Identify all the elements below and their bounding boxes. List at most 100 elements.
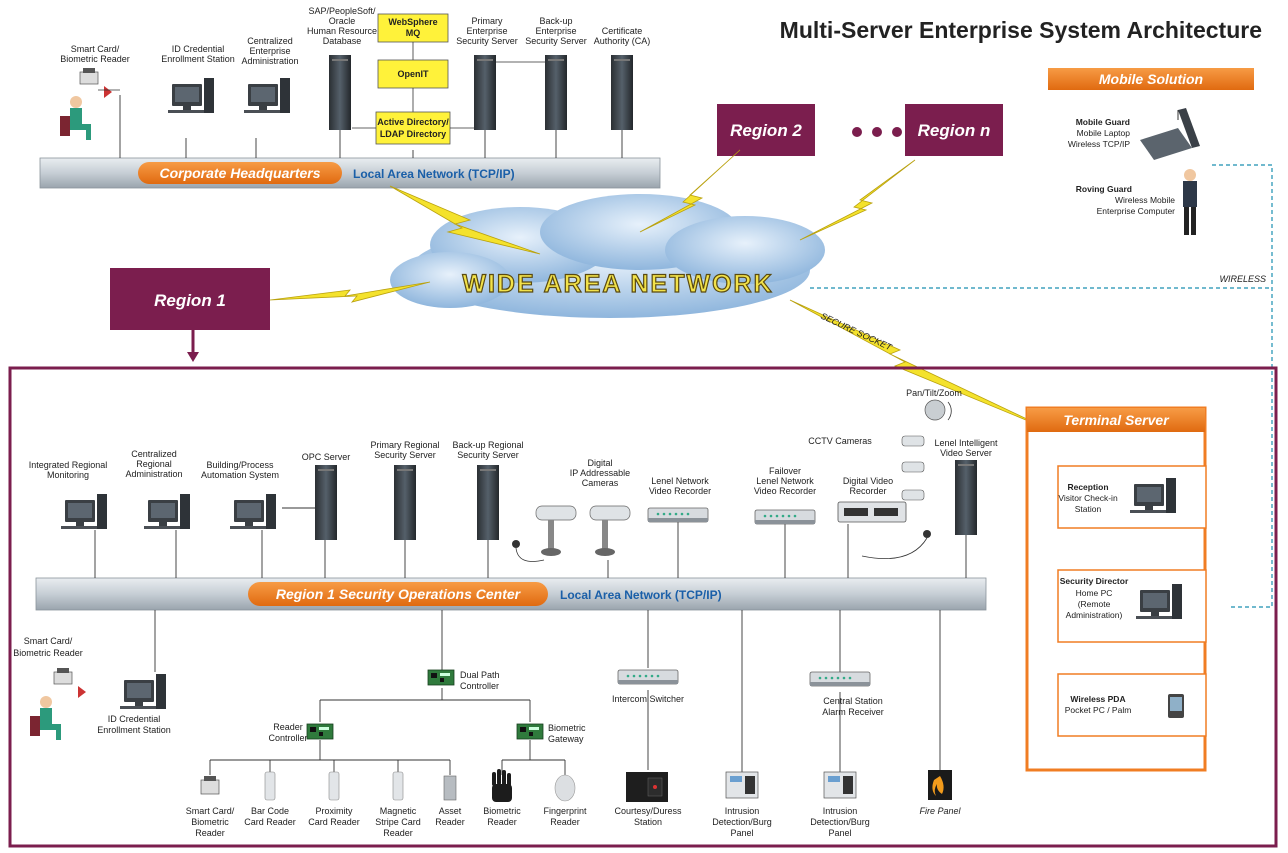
nvr-icon xyxy=(647,507,709,523)
cctv-camera-icon xyxy=(901,489,925,501)
backup-regional-server-icon xyxy=(477,465,499,540)
dual-path-label-2: Controller xyxy=(460,681,499,691)
hq-smart-card-label-1: Smart Card/ xyxy=(71,44,120,54)
soc-upper-drops xyxy=(94,507,967,578)
bolt-region2-wan xyxy=(639,149,741,233)
roving-guard-line-1: Wireless Mobile xyxy=(1115,195,1175,205)
dev-bio-label-2: Reader xyxy=(487,817,517,827)
ip-camera-icon xyxy=(535,505,577,556)
hq-hr-db-label-2: Oracle xyxy=(329,16,356,26)
region-1-frame xyxy=(8,366,1278,848)
building-label-2: Automation System xyxy=(201,470,279,480)
reception-card xyxy=(1057,465,1207,529)
websphere-label-1: WebSphere xyxy=(388,17,437,27)
failover-label-1: Failover xyxy=(769,466,801,476)
page-title: Multi-Server Enterprise System Architect… xyxy=(780,17,1262,43)
hq-central-admin-label-3: Administration xyxy=(241,56,298,66)
soc-id-station-icon xyxy=(120,674,166,709)
director-line-3: Administration) xyxy=(1066,610,1123,620)
openit-label: OpenIT xyxy=(398,69,430,79)
wireless-trunk xyxy=(1212,164,1273,608)
pda-icon xyxy=(1168,694,1184,718)
soc-pill-label: Region 1 Security Operations Center xyxy=(276,586,522,602)
cctv-camera-icon xyxy=(901,435,925,447)
cctv-label: CCTV Cameras xyxy=(808,436,872,446)
secure-socket-label: SECURE SOCKET xyxy=(819,311,894,353)
roving-guard-person-icon xyxy=(1183,169,1197,235)
hq-smart-card-label-2: Biometric Reader xyxy=(60,54,130,64)
ivs-label-1: Lenel Intelligent xyxy=(934,438,998,448)
dev-intrusion2-label-1: Intrusion xyxy=(823,806,858,816)
dev-fire-label: Fire Panel xyxy=(919,806,961,816)
hq-id-station-label-1: ID Credential xyxy=(172,44,225,54)
ipcam-label-2: IP Addressable xyxy=(570,468,630,478)
dev-smart-label-1: Smart Card/ xyxy=(186,806,235,816)
dev-courtesy-label-1: Courtesy/Duress xyxy=(614,806,682,816)
dual-path-controller-icon xyxy=(427,669,455,686)
wan-cloud xyxy=(390,194,825,318)
failover-nvr-icon xyxy=(754,509,816,525)
websphere-box xyxy=(377,13,449,43)
hq-id-station-icon xyxy=(168,78,214,113)
reception-line-2: Station xyxy=(1075,504,1102,514)
websphere-label-2: MQ xyxy=(406,28,421,38)
fingerprint-icon xyxy=(554,774,576,802)
wireless-label: WIRELESS xyxy=(1219,274,1266,284)
hq-hr-db-label-4: Database xyxy=(323,36,362,46)
region-1-box xyxy=(110,268,270,330)
region-n-box xyxy=(905,104,1003,156)
bolt-regionn-wan xyxy=(799,159,916,241)
active-directory-label-1: Active Directory/ xyxy=(377,117,449,127)
dev-finger-label-1: Fingerprint xyxy=(543,806,587,816)
integrated-monitoring-icon xyxy=(61,494,107,529)
biometric-gateway-icon xyxy=(516,723,544,740)
hq-backup-label-3: Security Server xyxy=(525,36,587,46)
cctv-camera-icon xyxy=(901,461,925,473)
hand-biometric-icon xyxy=(492,769,512,802)
region-2-label: Region 2 xyxy=(730,121,802,140)
hq-primary-label-2: Enterprise xyxy=(466,26,507,36)
barcode-reader-icon xyxy=(264,771,276,801)
reception-line-1: Visitor Check-in xyxy=(1058,493,1118,503)
primary-regional-label-2: Security Server xyxy=(374,450,436,460)
dev-smart-label-3: Reader xyxy=(195,828,225,838)
failover-label-2: Lenel Network xyxy=(756,476,814,486)
soc-id-station-label-2: Enrollment Station xyxy=(97,725,171,735)
hq-primary-label-1: Primary xyxy=(472,16,503,26)
bolt-hq-wan xyxy=(389,185,541,255)
backup-regional-label-2: Security Server xyxy=(457,450,519,460)
bolt-region1-wan xyxy=(269,281,431,303)
soc-seated-person-icon xyxy=(30,696,61,740)
region-n-label: Region n xyxy=(918,121,991,140)
courtesy-station-icon xyxy=(626,772,668,802)
dev-intrusion2-label-3: Panel xyxy=(828,828,851,838)
ipcam-label-1: Digital xyxy=(587,458,612,468)
keypad-icon xyxy=(725,771,759,799)
microphone-icon xyxy=(512,540,545,562)
building-label-1: Building/Process xyxy=(206,460,274,470)
opc-label: OPC Server xyxy=(302,452,351,462)
dev-intrusion1-label-3: Panel xyxy=(730,828,753,838)
director-line-2: (Remote xyxy=(1078,599,1111,609)
soc-smart-card-label-1: Smart Card/ xyxy=(24,636,73,646)
director-title: Security Director xyxy=(1060,576,1129,586)
hq-id-station-label-2: Enrollment Station xyxy=(161,54,235,64)
wan-label: WIDE AREA NETWORK xyxy=(462,270,773,298)
hq-backup-label-2: Enterprise xyxy=(535,26,576,36)
dev-prox-label-2: Card Reader xyxy=(308,817,360,827)
dev-bio-label-1: Biometric xyxy=(483,806,521,816)
bio-gw-label-2: Gateway xyxy=(548,734,584,744)
dvr-label-2: Recorder xyxy=(849,486,886,496)
hq-hr-db-label-3: Human Resource xyxy=(307,26,377,36)
primary-regional-server-icon xyxy=(394,465,416,540)
intercom-label: Intercom Switcher xyxy=(612,694,684,704)
hq-smart-card-reader xyxy=(79,68,120,98)
reader-controller-icon xyxy=(306,723,334,740)
microphone-icon xyxy=(861,530,931,559)
dev-finger-label-2: Reader xyxy=(550,817,580,827)
nvr-label-1: Lenel Network xyxy=(651,476,709,486)
integrated-label-1: Integrated Regional xyxy=(29,460,108,470)
fire-panel-icon xyxy=(928,770,952,800)
central-station-receiver-icon xyxy=(809,671,871,687)
